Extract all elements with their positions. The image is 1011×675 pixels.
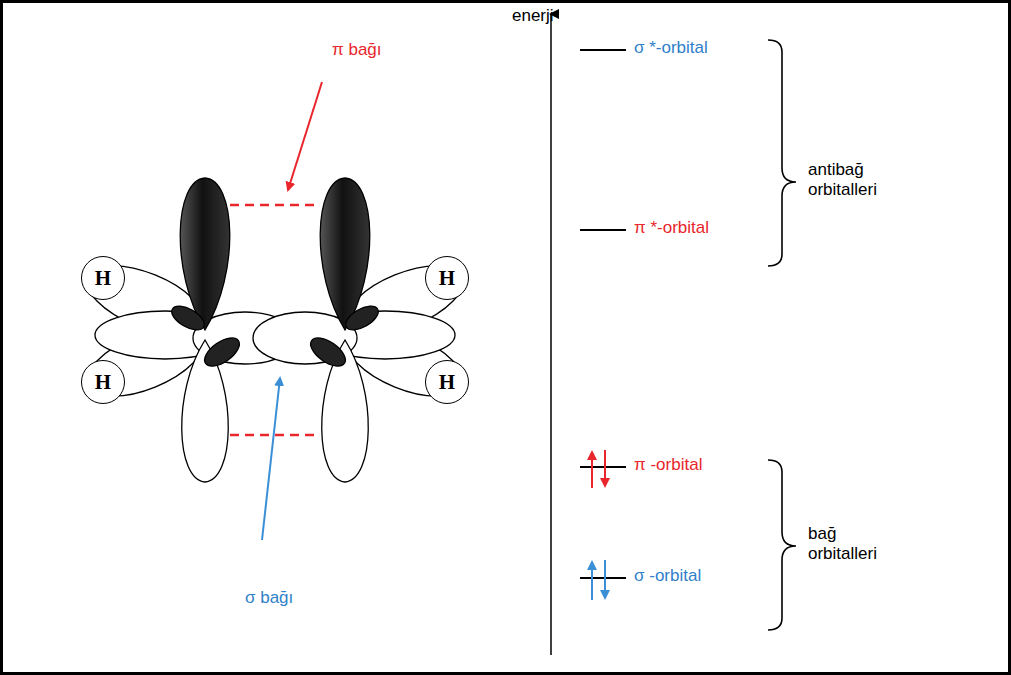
- text-label: σ -orbital: [634, 566, 701, 586]
- atom-symbol: H: [439, 370, 455, 395]
- atom-symbol: H: [95, 266, 111, 291]
- hydrogen-circle: H: [425, 360, 469, 404]
- atom-symbol: H: [95, 370, 111, 395]
- text-label: σ bağı: [245, 588, 293, 608]
- hydrogen-circle: H: [81, 256, 125, 300]
- hydrogen-circle: H: [425, 256, 469, 300]
- hydrogen-circle: H: [81, 360, 125, 404]
- atom-symbol: H: [439, 266, 455, 291]
- text-label: enerji: [512, 6, 554, 26]
- text-label: π bağı: [332, 40, 382, 60]
- text-label: antibağ orbitalleri: [808, 160, 903, 201]
- text-label: π -orbital: [634, 455, 702, 475]
- text-label: σ *-orbital: [634, 38, 708, 58]
- text-label: π *-orbital: [634, 218, 709, 238]
- text-label: bağ orbitalleri: [808, 524, 903, 565]
